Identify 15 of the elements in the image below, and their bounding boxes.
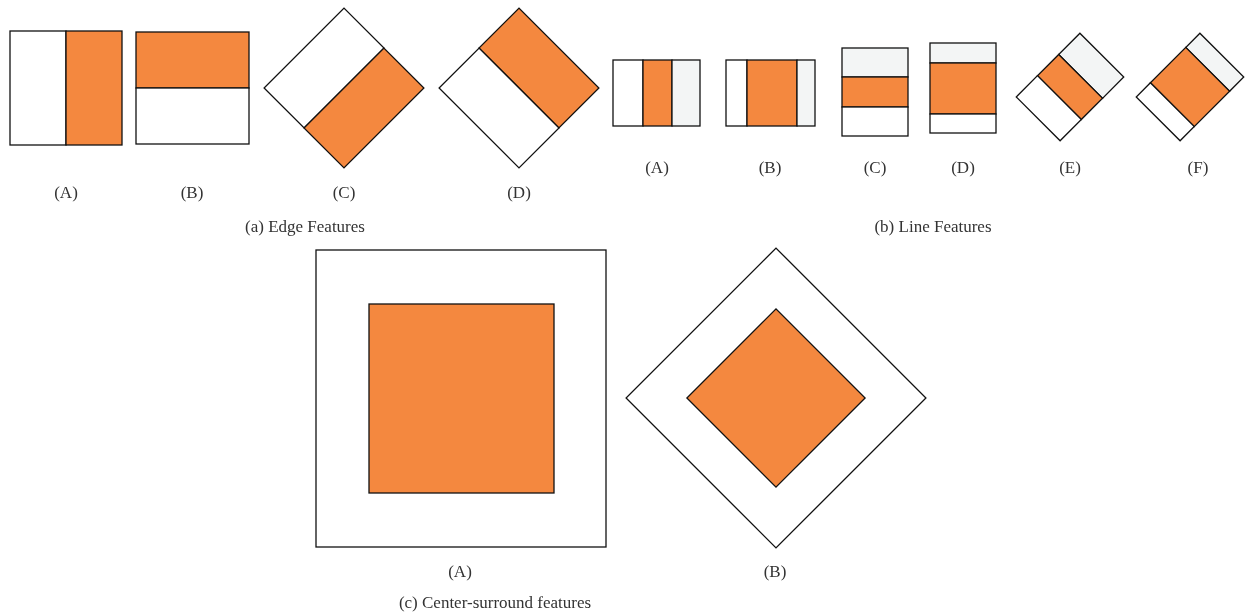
- panel-label: (A): [448, 562, 472, 582]
- panel-label: (C): [332, 183, 356, 203]
- panel-label: (A): [645, 158, 669, 178]
- subfigure-caption: (b) Line Features: [874, 217, 992, 237]
- panel-label: (B): [758, 158, 782, 178]
- panel-label: (F): [1187, 158, 1209, 178]
- panel-label: (A): [54, 183, 78, 203]
- panel-label: (B): [180, 183, 204, 203]
- subfigure-caption: (a) Edge Features: [245, 217, 365, 237]
- subfigure-caption: (c) Center-surround features: [398, 593, 592, 613]
- panel-label: (D): [951, 158, 975, 178]
- panel-label: (D): [507, 183, 531, 203]
- panel-label: (C): [863, 158, 887, 178]
- panel-label: (E): [1059, 158, 1081, 178]
- panel-label: (B): [763, 562, 787, 582]
